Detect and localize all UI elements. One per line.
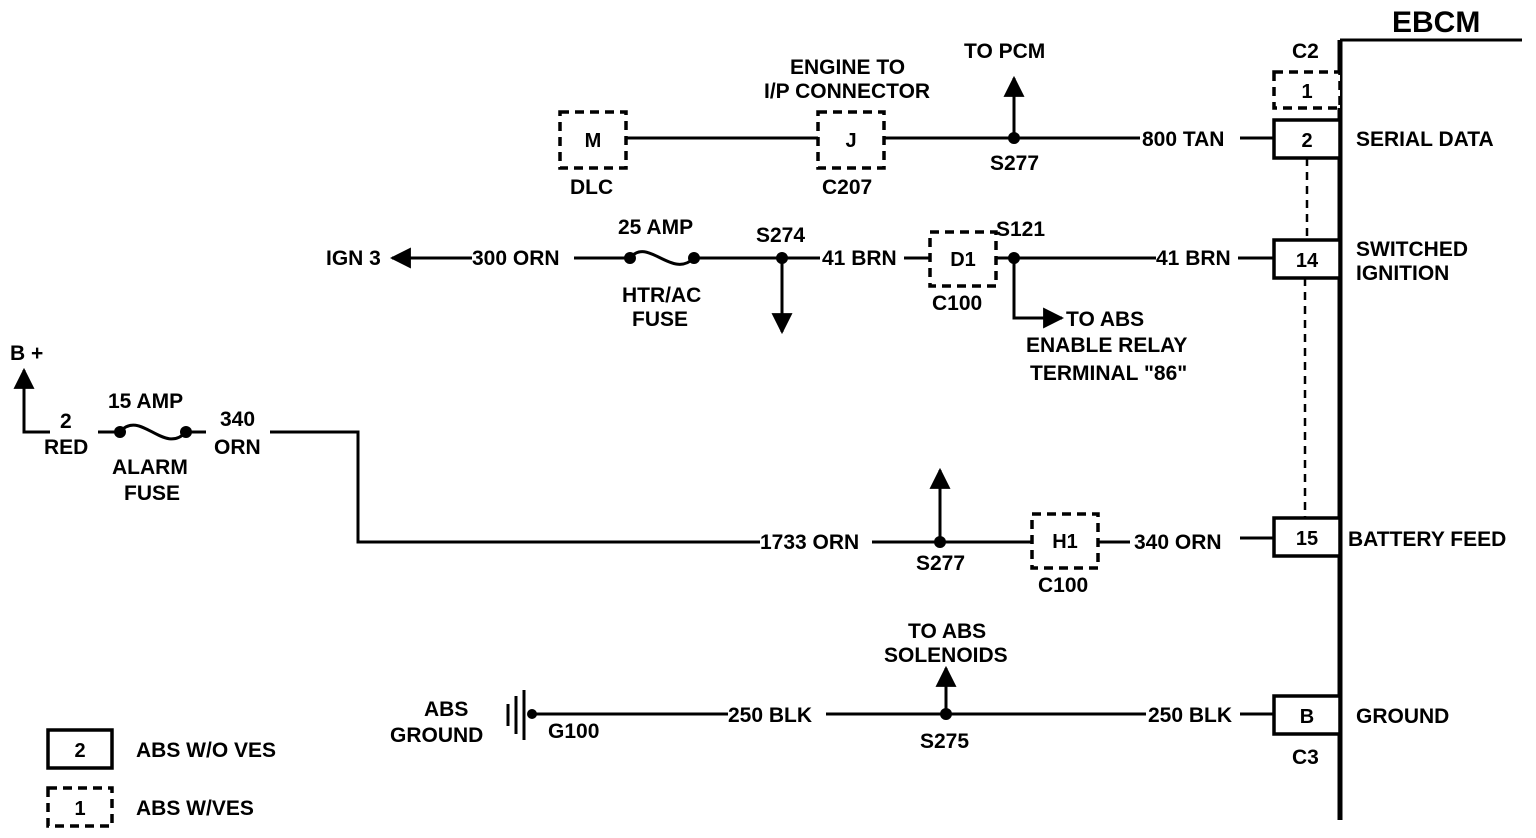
splice-s275-label: S275 xyxy=(920,730,969,753)
legend-dash-num: 1 xyxy=(74,798,85,820)
pin-1-label: 1 xyxy=(1301,81,1312,103)
pin-14-label: 14 xyxy=(1296,250,1319,272)
splice-s277-top-label: S277 xyxy=(990,152,1039,175)
to-pcm-label: TO PCM xyxy=(964,40,1045,63)
b-plus-label: B + xyxy=(10,342,43,365)
pin-b-label: B xyxy=(1300,706,1314,728)
to-abs-solenoids-line-2: SOLENOIDS xyxy=(884,644,1008,667)
pin-b-box xyxy=(1272,694,1342,736)
c100-h1-label: C100 xyxy=(1038,574,1088,597)
wire-300-orn-label: 300 ORN xyxy=(472,247,560,270)
wire-250-blk-a-label: 250 BLK xyxy=(728,704,812,727)
ip-connector-label: I/P CONNECTOR xyxy=(764,80,930,103)
htr-fuse-icon xyxy=(628,250,696,266)
pin-2-box xyxy=(1272,118,1342,160)
wire-2-label: 2 xyxy=(60,410,72,433)
c207-pin-label: J xyxy=(845,130,856,152)
red-label: RED xyxy=(44,436,88,459)
abs-ground-line-2: GROUND xyxy=(390,724,483,747)
wire-41-brn-b-label: 41 BRN xyxy=(1156,247,1231,270)
connector-c2-label: C2 xyxy=(1292,40,1319,63)
legend: 2 ABS W/O VES 1 ABS W/VES xyxy=(46,728,276,828)
serial-data-label: SERIAL DATA xyxy=(1356,128,1494,151)
to-abs-relay-line-3: TERMINAL "86" xyxy=(1030,362,1187,385)
battery-feed-label: BATTERY FEED xyxy=(1348,528,1506,551)
ebcm-label: EBCM xyxy=(1392,6,1480,39)
to-abs-relay-line-1: TO ABS xyxy=(1066,308,1144,331)
engine-to-label: ENGINE TO xyxy=(790,56,905,79)
splice-s121-label: S121 xyxy=(996,218,1045,241)
splice-s275-dot xyxy=(940,708,952,720)
to-abs-relay-arrow xyxy=(1012,258,1065,329)
alarm-fuse-amp-label: 15 AMP xyxy=(108,390,183,413)
orn-a-label: ORN xyxy=(214,436,261,459)
dlc-pin-label: M xyxy=(585,130,602,152)
splice-s277-bottom-label: S277 xyxy=(916,552,965,575)
c100-d1-pin-label: D1 xyxy=(950,249,976,271)
splice-s277-top-dot xyxy=(1008,132,1020,144)
splice-s274-label: S274 xyxy=(756,224,805,247)
ignition-label: IGNITION xyxy=(1356,262,1449,285)
ground-pin-label: GROUND xyxy=(1356,705,1449,728)
b-plus-arrow xyxy=(13,367,50,434)
serial-data-circuit: TO PCM ENGINE TO I/P CONNECTOR M DLC J C… xyxy=(558,40,1274,199)
connector-c3-label: C3 xyxy=(1292,746,1319,769)
legend-dash-text: ABS W/VES xyxy=(136,797,254,820)
c100-d1-label: C100 xyxy=(932,292,982,315)
c100-h1-pin-label: H1 xyxy=(1052,531,1078,553)
ground-circuit: TO ABS SOLENOIDS ABS GROUND G100 250 BLK… xyxy=(390,620,1274,753)
wire-41-brn-a-label: 41 BRN xyxy=(822,247,897,270)
alarm-fuse-name-2: FUSE xyxy=(124,482,180,505)
c207-label: C207 xyxy=(822,176,872,199)
c207-connector-box xyxy=(816,110,886,170)
legend-solid-box xyxy=(46,728,114,770)
htr-fuse-name-1: HTR/AC xyxy=(622,284,701,307)
alarm-fuse-icon xyxy=(118,423,188,441)
abs-ground-line-1: ABS xyxy=(424,698,468,721)
ground-symbol-icon xyxy=(506,690,526,740)
legend-solid-num: 2 xyxy=(74,740,85,762)
pin-15-label: 15 xyxy=(1296,528,1318,550)
pin-2-label: 2 xyxy=(1301,130,1312,152)
wire-800-tan-label: 800 TAN xyxy=(1142,128,1224,151)
switched-label: SWITCHED xyxy=(1356,238,1468,261)
wire-340-orn-run xyxy=(270,430,760,544)
legend-dash-box xyxy=(46,786,114,828)
battery-feed-circuit: B + 2 RED 15 AMP ALARM FUSE 340 ORN 1733… xyxy=(10,342,1274,597)
ign3-label: IGN 3 xyxy=(326,247,381,270)
wire-1733-orn-label: 1733 ORN xyxy=(760,531,859,554)
g100-label: G100 xyxy=(548,720,599,743)
alarm-fuse-name-1: ALARM xyxy=(112,456,188,479)
wire-250-blk-b-label: 250 BLK xyxy=(1148,704,1232,727)
to-abs-solenoids-line-1: TO ABS xyxy=(908,620,986,643)
dlc-connector-box xyxy=(558,110,628,170)
dlc-label: DLC xyxy=(570,176,613,199)
wire-340-a-label: 340 xyxy=(220,408,255,431)
ebcm-module: EBCM C2 C3 1 2 SERIAL DATA 14 SWITCHED I… xyxy=(1272,6,1522,820)
htr-fuse-amp-label: 25 AMP xyxy=(618,216,693,239)
legend-solid-text: ABS W/O VES xyxy=(136,739,276,762)
wire-340-b-label: 340 ORN xyxy=(1134,531,1222,554)
to-abs-relay-line-2: ENABLE RELAY xyxy=(1026,334,1187,357)
htr-fuse-name-2: FUSE xyxy=(632,308,688,331)
pin-1-box xyxy=(1272,70,1342,110)
switched-ignition-circuit: IGN 3 300 ORN 25 AMP HTR/AC FUSE S274 41… xyxy=(326,216,1274,385)
c100-h1-connector-box xyxy=(1030,512,1100,570)
